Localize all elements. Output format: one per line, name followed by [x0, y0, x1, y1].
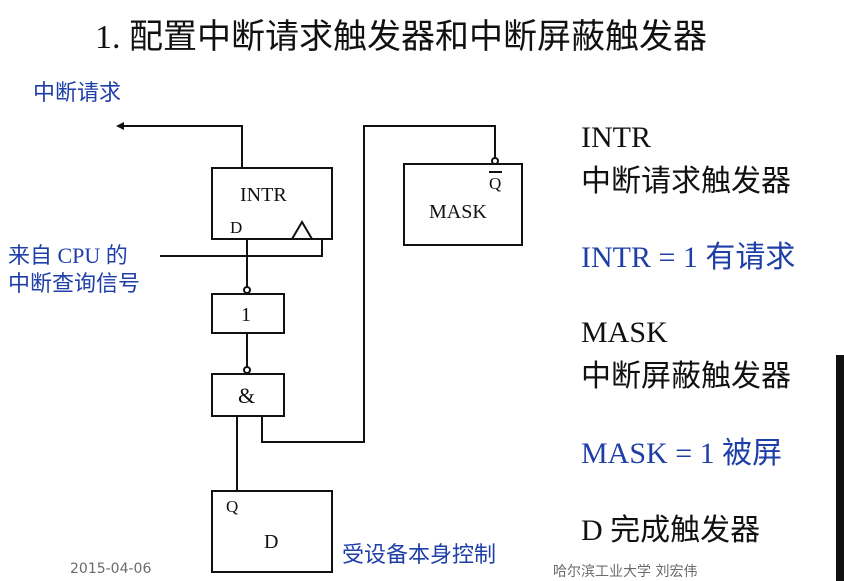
mask-description: 中断屏蔽触发器: [581, 360, 791, 393]
clock-triangle-icon: [291, 220, 313, 240]
intr-description: 中断请求触发器: [581, 165, 791, 198]
intr-flipflop-box: [211, 167, 333, 240]
mask-box-label: MASK: [429, 201, 487, 223]
footer-date: 2015-04-06: [70, 561, 152, 577]
mask-flipflop-box: [403, 163, 523, 246]
inversion-bubble-icon: [243, 286, 251, 294]
d-flipflop-box: [211, 490, 333, 573]
inversion-bubble-icon: [243, 366, 251, 374]
not-gate-box: [211, 293, 285, 334]
arrow-left-icon: [116, 122, 124, 130]
mask-equation: MASK = 1 被屏: [581, 437, 783, 470]
and-gate-symbol: &: [238, 383, 255, 408]
intr-title: INTR: [581, 121, 651, 154]
interrupt-request-wire: [122, 125, 243, 168]
d-box-q-label: Q: [226, 497, 238, 516]
intr-box-label: INTR: [240, 184, 287, 206]
intr-d-input-label: D: [230, 218, 242, 237]
cpu-query-wire: [160, 239, 323, 257]
mask-q-label: Q: [489, 174, 501, 193]
slide-title: 1. 配置中断请求触发器和中断屏蔽触发器: [95, 19, 707, 56]
mask-title: MASK: [581, 316, 668, 349]
footer-organization: 哈尔滨工业大学 刘宏伟: [553, 564, 698, 580]
mask-feedback-wire: [261, 125, 496, 443]
cpu-query-label-line2: 中断查询信号: [8, 271, 141, 296]
d-description: D 完成触发器: [581, 514, 761, 547]
cpu-query-label-line1: 来自 CPU 的: [8, 243, 128, 268]
intr-equation: INTR = 1 有请求: [581, 241, 796, 274]
video-overlay-edge: [836, 355, 844, 581]
d-box-label: D: [264, 531, 278, 553]
device-control-label: 受设备本身控制: [342, 542, 497, 567]
interrupt-request-label: 中断请求: [33, 80, 122, 105]
and-gate-box: [211, 373, 285, 417]
not-gate-symbol: 1: [241, 304, 251, 326]
